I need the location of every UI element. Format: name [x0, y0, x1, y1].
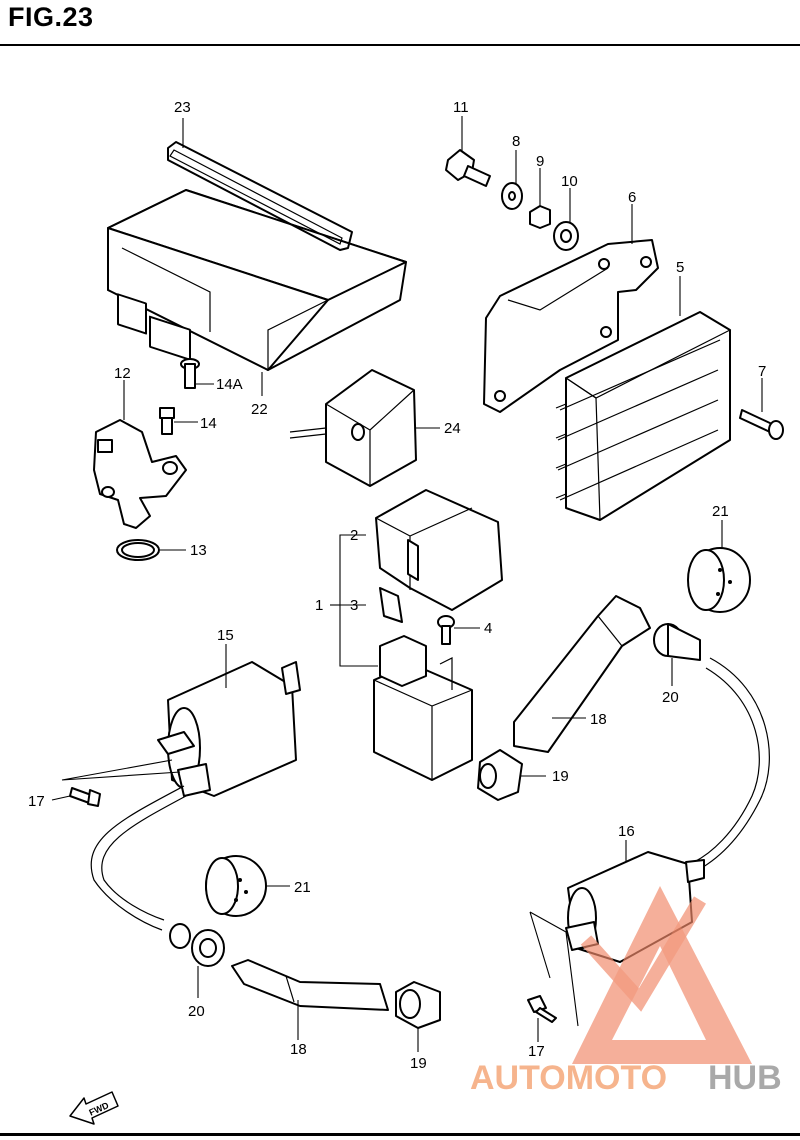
- bolt-17-left: [69, 787, 101, 807]
- callout-17-right: 17: [528, 1043, 545, 1060]
- frame-border: [0, 44, 800, 1136]
- regulator: [555, 311, 732, 521]
- bolt-17-right: [527, 995, 557, 1023]
- collar-9: [529, 205, 551, 229]
- callout-5: 5: [676, 259, 684, 276]
- cap-20-left: [169, 923, 225, 967]
- fuse-3: [379, 587, 403, 623]
- watermark-logo: AUTOMOTO HUB: [470, 886, 782, 1097]
- ht-lead-left: [90, 785, 187, 931]
- fuse-group-bracket: [339, 534, 378, 667]
- regulator-bracket: [483, 239, 659, 413]
- screw-14a: [180, 358, 200, 389]
- callout-6: 6: [628, 189, 636, 206]
- callout-16: 16: [618, 823, 635, 840]
- callout-11: 11: [453, 99, 469, 116]
- relay-24: [289, 369, 417, 487]
- callout-9: 9: [536, 153, 544, 170]
- fuse-box-cover-2: [375, 489, 503, 611]
- callout-23: 23: [174, 99, 191, 116]
- callout-3: 3: [350, 597, 358, 614]
- bolt-11: [445, 149, 491, 187]
- callout-10: 10: [561, 173, 578, 190]
- fuse-box-1: [373, 635, 473, 781]
- callout-20-left: 20: [188, 1003, 205, 1020]
- callout-19-right: 19: [552, 768, 569, 785]
- screw-14: [159, 407, 175, 435]
- callout-4: 4: [484, 620, 492, 637]
- fwd-arrow: FWD: [69, 1091, 119, 1125]
- callout-14: 14: [200, 415, 217, 432]
- callout-15: 15: [217, 627, 234, 644]
- cap-20-right: [653, 623, 701, 661]
- bolt-17-reference-lines: [61, 759, 579, 1027]
- callout-7: 7: [758, 363, 766, 380]
- callout-13: 13: [190, 542, 207, 559]
- callout-21-top: 21: [712, 503, 729, 520]
- leader-lines: [51, 116, 763, 1052]
- callout-20-right: 20: [662, 689, 679, 706]
- callout-14a: 14A: [216, 376, 243, 393]
- callout-18-right: 18: [590, 711, 607, 728]
- screw-7: [739, 409, 784, 440]
- callout-21-bottom: 21: [294, 879, 311, 896]
- washer-8: [501, 182, 523, 210]
- callout-17-left: 17: [28, 793, 45, 810]
- ecu-unit: [107, 189, 407, 371]
- ecu-band: [167, 141, 353, 251]
- sensor-12: [93, 419, 187, 529]
- figure-title: FIG.23: [8, 2, 94, 32]
- callouts: 23 22 11 8 9 10 6 5 7 12 14A 14 13 24 2 …: [28, 99, 766, 1072]
- plug-cap-18-right: [513, 595, 651, 753]
- watermark-auto: AUTOMOTO: [470, 1059, 667, 1097]
- cushion-19-left: [395, 981, 441, 1029]
- cushion-10: [553, 221, 579, 251]
- callout-22: 22: [251, 401, 268, 418]
- callout-18-left: 18: [290, 1041, 307, 1058]
- watermark-hub: HUB: [708, 1059, 782, 1097]
- ht-lead-right: [693, 657, 770, 871]
- ignition-coil-15: [157, 661, 301, 797]
- callout-24: 24: [444, 420, 461, 437]
- callout-12: 12: [114, 365, 131, 382]
- grommet-21-top: [687, 547, 751, 613]
- callout-2: 2: [350, 527, 358, 544]
- o-ring-13: [116, 539, 160, 561]
- grommet-21-bottom: [205, 855, 267, 917]
- cushion-19-right: [477, 749, 523, 801]
- callout-1: 1: [315, 597, 323, 614]
- screw-4: [437, 615, 455, 645]
- callout-19-left: 19: [410, 1055, 427, 1072]
- plug-cap-18-left: [231, 959, 389, 1011]
- callout-8: 8: [512, 133, 520, 150]
